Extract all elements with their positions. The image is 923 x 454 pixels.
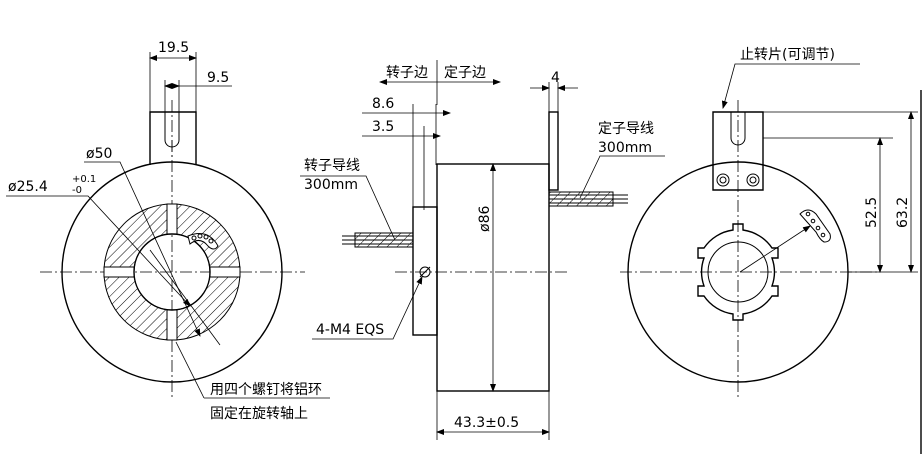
side-length: 43.3±0.5: [454, 415, 519, 431]
front-dia-outer: ø50: [86, 146, 112, 162]
side-stator-lead-len: 300mm: [598, 140, 652, 156]
front-view: 19.5 9.5 ø50 ø25.4 +0.1 -0 用四个螺钉将铝环 固定在旋…: [6, 40, 330, 422]
front-dim-width-outer: 19.5: [158, 40, 189, 56]
screw-slot-right: [209, 266, 241, 278]
rotor-lead-bundle: [342, 232, 414, 248]
screw-head: [419, 266, 431, 278]
screw-slot-left: [103, 266, 135, 278]
side-rotor-lead-len: 300mm: [304, 177, 358, 193]
front-note-line2: 固定在旋转轴上: [210, 406, 308, 422]
side-dia-body: ø86: [477, 206, 493, 232]
side-dim-a: 8.6: [372, 96, 394, 112]
front-stop-tab: [149, 111, 197, 165]
side-stator-lead: 定子导线: [598, 121, 654, 137]
rear-inner-circle: [707, 241, 769, 303]
side-view: 转子边 定子边 8.6 3.5 4 转子导线 300mm: [300, 60, 665, 440]
front-note-line1: 用四个螺钉将铝环: [210, 382, 322, 398]
rear-dim-h2: 63.2: [895, 197, 911, 228]
side-dim-b: 3.5: [372, 119, 394, 135]
rear-tab-slot: [730, 112, 746, 146]
front-outer-circle: [61, 161, 283, 383]
rear-view: 止转片(可调节) 52.5 63.2: [620, 47, 922, 454]
side-stop-tab: [548, 111, 559, 191]
rotor-flange: [412, 206, 438, 336]
screw-slot-bottom: [166, 309, 178, 341]
front-dia-bore: ø25.4: [8, 179, 48, 195]
front-tol-upper: +0.1: [72, 174, 96, 185]
side-stator-side: 定子边: [444, 65, 486, 81]
side-dim-tab: 4: [551, 70, 560, 86]
rear-brush-slot: [799, 209, 831, 243]
rear-dim-h1: 52.5: [864, 197, 880, 228]
stator-lead-bundle: [548, 191, 628, 207]
screw-slot-top: [166, 203, 178, 235]
side-rotor-side: 转子边: [386, 65, 428, 81]
front-dim-width-inner: 9.5: [207, 70, 229, 86]
rear-tab-note: 止转片(可调节): [740, 47, 835, 63]
front-tol-lower: -0: [72, 185, 82, 196]
front-bore-circle: [133, 233, 211, 311]
side-rotor-lead: 转子导线: [304, 158, 360, 174]
side-screw-note: 4-M4 EQS: [316, 322, 384, 338]
